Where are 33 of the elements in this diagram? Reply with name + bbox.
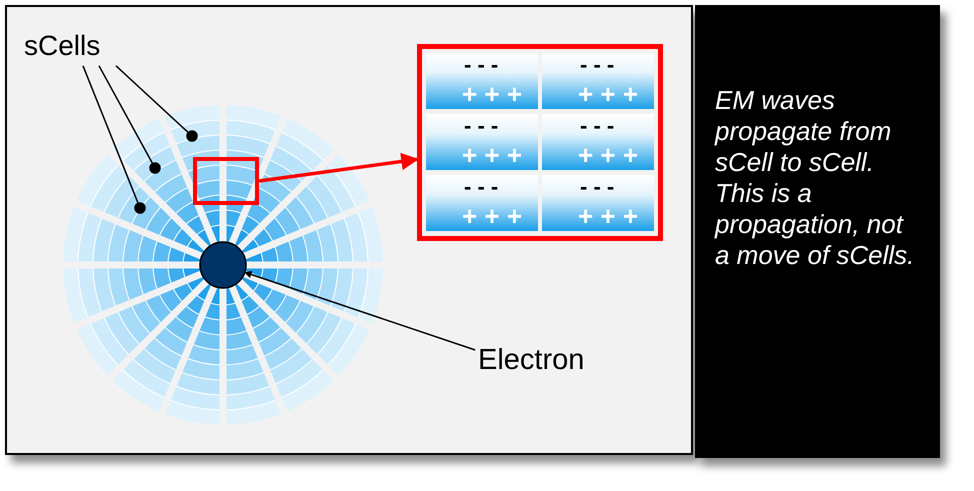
plus-signs: + + +	[462, 141, 522, 169]
note-panel	[695, 5, 940, 458]
note-text: EM waves propagate from sCell to sCell. This is a propagation, not a move of sCells.	[715, 85, 916, 271]
plus-signs: + + +	[462, 202, 522, 230]
minus-signs: - - -	[580, 175, 614, 199]
charge-cell	[542, 114, 654, 170]
leader-dot	[149, 162, 161, 174]
charge-cell	[542, 53, 654, 109]
electron-label: Electron	[478, 340, 584, 380]
electron-circle	[199, 241, 247, 289]
plus-signs: + + +	[578, 202, 638, 230]
arrow	[244, 270, 476, 351]
minus-signs: - - -	[464, 53, 498, 77]
plus-signs: + + +	[578, 141, 638, 169]
plus-signs: + + +	[578, 80, 638, 108]
charge-cell	[426, 175, 538, 231]
minus-signs: - - -	[580, 114, 614, 138]
minus-signs: - - -	[580, 53, 614, 77]
plus-signs: + + +	[462, 80, 522, 108]
callout-label: sCells	[24, 28, 100, 64]
charge-cell	[426, 114, 538, 170]
minus-signs: - - -	[464, 114, 498, 138]
zoom-frame	[193, 157, 259, 205]
leader-line	[82, 66, 139, 204]
leader-line	[116, 65, 189, 134]
charge-cell	[426, 53, 538, 109]
leader-dot	[134, 202, 146, 214]
magnified-frame	[417, 44, 663, 241]
minus-signs: - - -	[464, 175, 498, 199]
charge-cell	[542, 175, 654, 231]
leader-line	[98, 65, 154, 164]
leader-dot	[186, 130, 198, 142]
arrow	[258, 152, 419, 183]
